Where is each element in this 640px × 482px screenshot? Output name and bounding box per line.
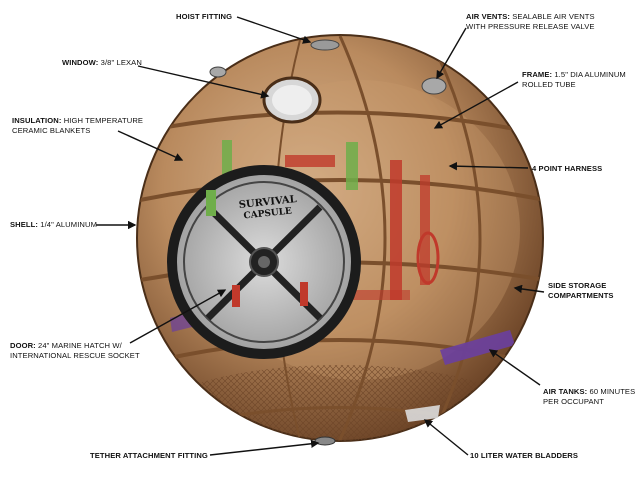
label-frame-title: FRAME: <box>522 70 553 79</box>
label-window-desc: 3/8" LEXAN <box>100 58 142 67</box>
label-frame: FRAME: 1.5" DIA ALUMINUM ROLLED TUBE <box>522 70 626 90</box>
label-air-vents: AIR VENTS: SEALABLE AIR VENTS WITH PRESS… <box>466 12 595 32</box>
label-side-storage-desc: COMPARTMENTS <box>548 291 614 300</box>
label-door: DOOR: 24" MARINE HATCH W/ INTERNATIONAL … <box>10 341 140 361</box>
label-window-title: WINDOW: <box>62 58 99 67</box>
label-frame-desc2: ROLLED TUBE <box>522 80 576 89</box>
label-side-storage-title: SIDE STORAGE <box>548 281 607 290</box>
label-harness-title: 4 POINT HARNESS <box>532 164 603 173</box>
label-insulation-desc2: CERAMIC BLANKETS <box>12 126 91 135</box>
label-frame-desc: 1.5" DIA ALUMINUM <box>554 70 626 79</box>
label-hoist-fitting: HOIST FITTING <box>176 12 232 22</box>
label-side-storage: SIDE STORAGE COMPARTMENTS <box>548 281 614 301</box>
label-insulation-title: INSULATION: <box>12 116 62 125</box>
label-harness: 4 POINT HARNESS <box>532 164 602 174</box>
label-air-vents-title: AIR VENTS: <box>466 12 511 21</box>
label-air-tanks: AIR TANKS: 60 MINUTES PER OCCUPANT <box>543 387 635 407</box>
label-air-tanks-title: AIR TANKS: <box>543 387 588 396</box>
tether-fitting <box>314 436 336 446</box>
air-vent-left <box>209 66 227 78</box>
label-air-tanks-desc2: PER OCCUPANT <box>543 397 604 406</box>
label-insulation: INSULATION: HIGH TEMPERATURE CERAMIC BLA… <box>12 116 143 136</box>
hoist-fitting <box>310 39 340 51</box>
label-tether: TETHER ATTACHMENT FITTING <box>90 451 208 461</box>
label-shell: SHELL: 1/4" ALUMINUM <box>10 220 97 230</box>
label-air-vents-desc: SEALABLE AIR VENTS <box>512 12 595 21</box>
label-window: WINDOW: 3/8" LEXAN <box>62 58 142 68</box>
label-shell-title: SHELL: <box>10 220 39 229</box>
bottom-mesh <box>150 365 530 441</box>
label-air-tanks-desc: 60 MINUTES <box>589 387 636 396</box>
label-door-desc2: INTERNATIONAL RESCUE SOCKET <box>10 351 140 360</box>
label-water-bladders: 10 LITER WATER BLADDERS <box>470 451 578 461</box>
label-tether-title: TETHER ATTACHMENT FITTING <box>90 451 208 460</box>
label-insulation-desc: HIGH TEMPERATURE <box>63 116 144 125</box>
label-water-title: 10 LITER WATER BLADDERS <box>470 451 579 460</box>
label-hoist-title: HOIST FITTING <box>176 12 233 21</box>
air-vent <box>421 77 447 95</box>
label-air-vents-desc2: WITH PRESSURE RELEASE VALVE <box>466 22 595 31</box>
label-door-title: DOOR: <box>10 341 36 350</box>
label-shell-desc: 1/4" ALUMINUM <box>40 220 97 229</box>
water-bladder <box>405 405 440 422</box>
label-door-desc: 24" MARINE HATCH W/ <box>38 341 122 350</box>
